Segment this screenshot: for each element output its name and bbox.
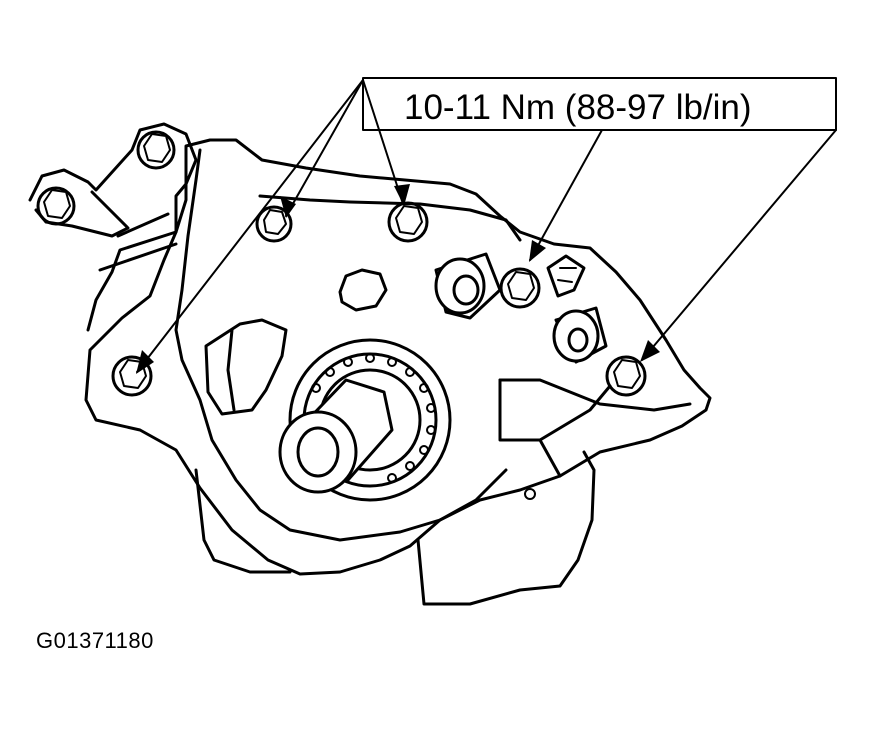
shaft-end-inner [296,426,340,478]
gear-holes [311,353,436,483]
relief-valve-detail [557,267,577,283]
lower-right-pan [416,450,596,606]
cavity-left [204,318,288,416]
bracket-arm-inner [34,190,130,238]
lower-left-lobe [194,468,292,574]
shaft-end-outer [278,410,358,494]
arrowhead-2 [394,184,410,206]
inner-rim-right [498,378,692,412]
bolt-bracket-lower [36,186,76,226]
bolts [36,130,647,397]
right-wedge-edge [538,438,562,478]
relief-valve-tab [546,254,586,298]
bolt-top-center [387,201,429,243]
torque-label: 10-11 Nm (88-97 lb/in) [404,88,752,127]
right-wedge [498,378,612,442]
leader-line-3 [136,79,364,373]
sleeve-upper-right [434,252,502,320]
inner-rim [174,148,508,542]
bolt-right-center [499,267,541,309]
leader-lines [136,79,837,373]
leader-line-2 [362,79,404,205]
gear-ring-outer [288,338,452,502]
bolt-top-left [255,205,293,243]
sleeve-right [552,306,608,364]
pump-housing [28,122,712,606]
bolt-right [605,355,647,397]
bolt-left [111,355,153,397]
bolt-bracket-upper [136,130,176,170]
arrowhead-1 [280,196,296,218]
arrowhead-5 [640,340,660,362]
center-gear-assembly [278,338,452,502]
bracket-ridge [98,212,178,272]
leader-line-1 [285,79,364,217]
inner-rim-top [258,194,522,242]
bracket-arm [28,122,198,332]
cavity-top [338,268,388,312]
sleeves [434,252,608,364]
drain-hole [524,488,536,500]
arrowhead-4 [529,240,546,262]
torque-callout: 10-11 Nm (88-97 lb/in) [362,77,837,131]
figure-id: G01371180 [36,628,154,653]
leader-line-5 [641,129,837,361]
cavity-inner-line [226,328,236,412]
